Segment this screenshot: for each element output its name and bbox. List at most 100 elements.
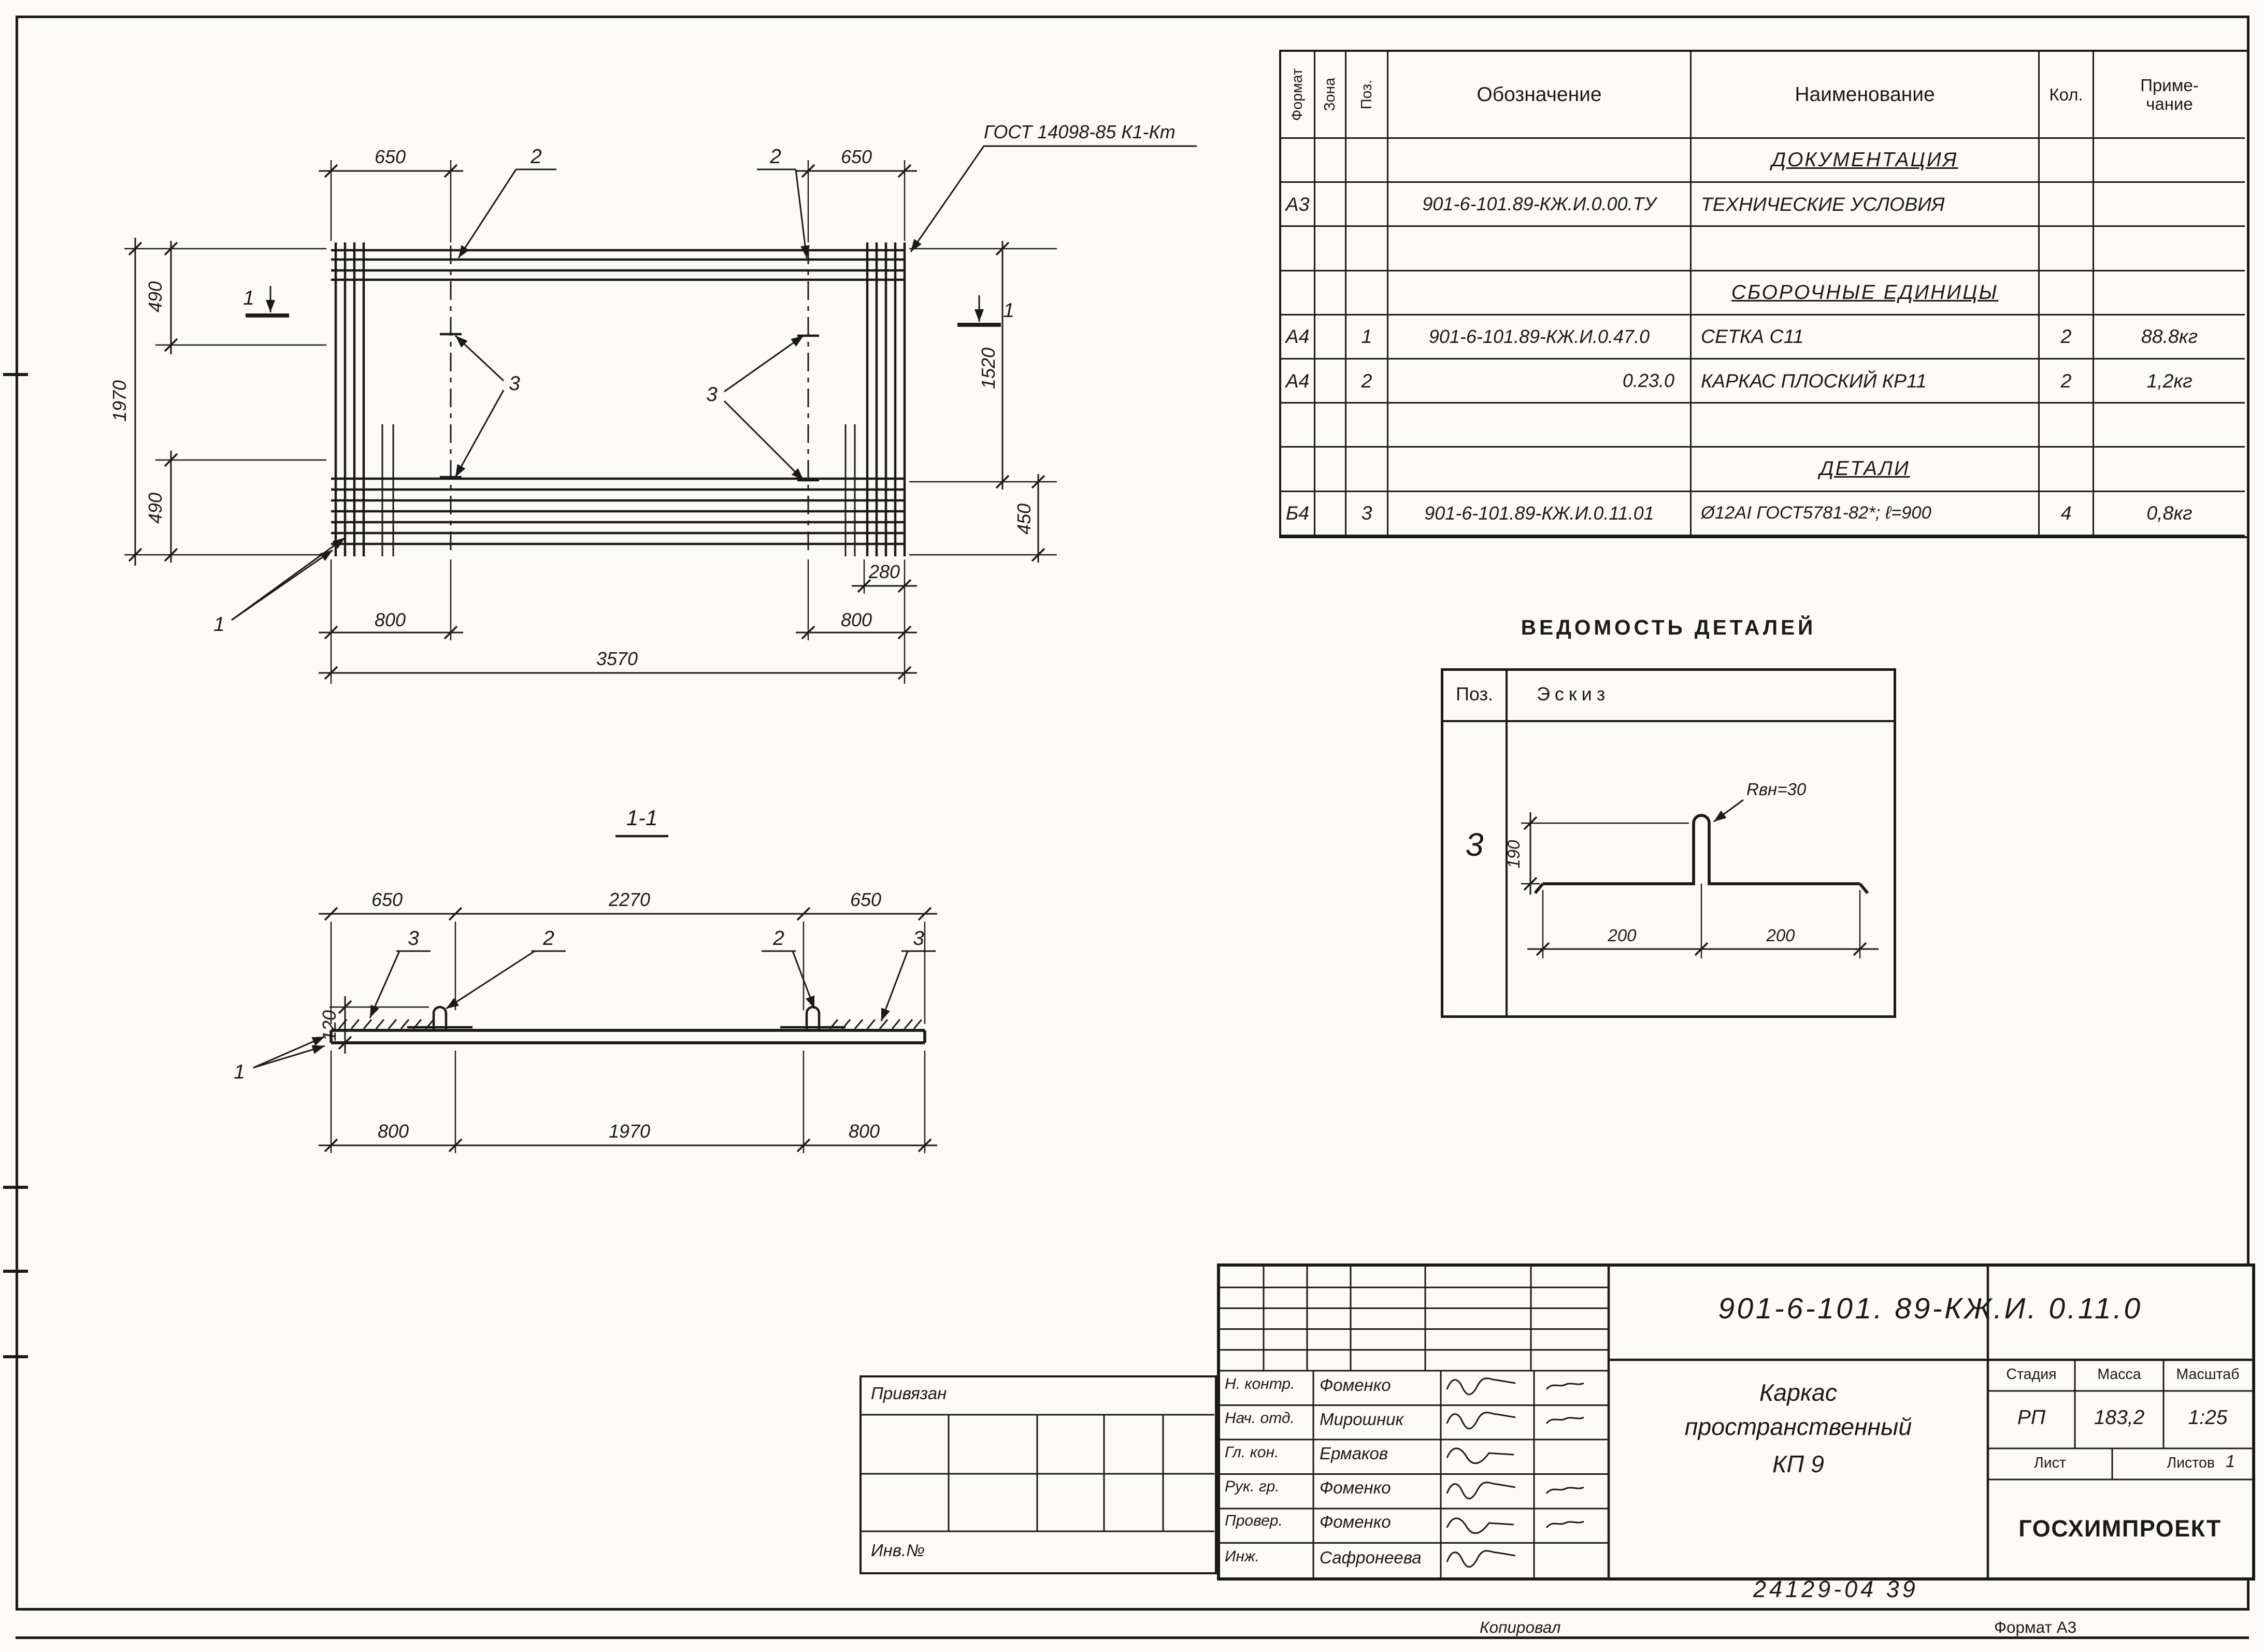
part-sketch: Rвн=30 190 200 200 bbox=[1504, 780, 1879, 958]
dim-label: 190 bbox=[1504, 840, 1523, 869]
dim-label: 800 bbox=[841, 609, 872, 630]
drawings-canvas: 650 650 2 2 ГОСТ 14098-85 К1-Кт 1 1 490 … bbox=[109, 121, 1197, 1153]
mesh-bottom-bars bbox=[331, 477, 905, 545]
cell-note: 0,8кг bbox=[2094, 492, 2245, 536]
stirrup-right bbox=[780, 1005, 846, 1030]
frame-tick bbox=[3, 1186, 28, 1189]
parts-column-divider bbox=[1506, 671, 1508, 1015]
dim-label: 200 bbox=[1607, 926, 1637, 945]
cell-designation: 901-6-101.89-КЖ.И.0.47.0 bbox=[1388, 315, 1692, 360]
cell bbox=[1281, 139, 1315, 183]
leader-line bbox=[231, 537, 346, 621]
cell-format: А4 bbox=[1281, 359, 1315, 404]
leader-line bbox=[253, 1045, 325, 1069]
callout-label-detail: 3 bbox=[408, 927, 419, 950]
signature-name: Фоменко bbox=[1320, 1512, 1391, 1531]
mesh-right-short-bars bbox=[844, 424, 856, 556]
col-header-pos: Поз. bbox=[1358, 80, 1375, 109]
gost-note: ГОСТ 14098-85 К1-Кт bbox=[984, 121, 1176, 142]
leader-line bbox=[454, 335, 505, 382]
mesh-left-vertical-bars bbox=[334, 242, 365, 556]
cell-name: КАРКАС ПЛОСКИЙ КР11 bbox=[1692, 359, 2040, 404]
cell-qty: 2 bbox=[2040, 359, 2094, 404]
extension-lines bbox=[124, 160, 1057, 684]
product-title-line2: пространственный bbox=[1684, 1413, 1912, 1440]
copied-by-label: Копировал bbox=[1480, 1618, 1561, 1636]
main-dividers bbox=[1607, 1267, 2252, 1577]
stage-label: Стадия bbox=[2006, 1366, 2057, 1383]
parts-pos-header: Поз. bbox=[1456, 683, 1493, 705]
callout-label-frame: 2 bbox=[772, 927, 784, 950]
parts-pos-value: 3 bbox=[1465, 827, 1484, 863]
stamp-number: 24129-04 39 bbox=[1753, 1576, 1918, 1602]
dim-label: 800 bbox=[378, 1121, 409, 1142]
cell-designation: 0.23.0 bbox=[1388, 359, 1692, 404]
mesh-hatch-right bbox=[829, 1019, 923, 1029]
dim-label: 450 bbox=[1013, 504, 1035, 535]
title-block: 901-6-101. 89-КЖ.И. 0.11.0 Каркас простр… bbox=[1217, 1263, 2255, 1581]
dim-label: 2270 bbox=[608, 889, 650, 910]
format-label: Формат А3 bbox=[1994, 1618, 2077, 1636]
callout-label-mesh: 1 bbox=[234, 1061, 245, 1083]
attach-grid-lines bbox=[862, 1414, 1214, 1532]
mesh-left-short-bars bbox=[381, 424, 394, 556]
signature-role: Рук. гр. bbox=[1225, 1478, 1280, 1495]
leader-line bbox=[1713, 799, 1744, 823]
signature-role: Н. контр. bbox=[1225, 1375, 1295, 1392]
signature-role: Инж. bbox=[1225, 1548, 1259, 1565]
cell-format: А3 bbox=[1281, 183, 1315, 227]
callout-label-detail: 3 bbox=[706, 383, 718, 406]
bottom-rule bbox=[16, 1636, 2249, 1639]
signature-name: Мирошник bbox=[1320, 1410, 1404, 1429]
col-header-name: Наименование bbox=[1692, 52, 2040, 139]
section-header-row: ДЕТАЛИ bbox=[1692, 448, 2040, 492]
sheets-value: 1 bbox=[2225, 1452, 2236, 1471]
col-header-zone: Зона bbox=[1322, 78, 1338, 111]
dimension-ticks bbox=[324, 907, 932, 1153]
parts-list-title: ВЕДОМОСТЬ ДЕТАЛЕЙ bbox=[1521, 615, 1816, 639]
leader-line bbox=[454, 390, 505, 478]
dim-label: 280 bbox=[868, 561, 900, 582]
dim-label: 200 bbox=[1766, 926, 1795, 945]
cell-designation: 901-6-101.89-КЖ.И.0.00.ТУ bbox=[1388, 183, 1692, 227]
mass-value: 183,2 bbox=[2094, 1406, 2145, 1429]
dim-label: 3570 bbox=[596, 648, 638, 669]
cell-format: А4 bbox=[1281, 315, 1315, 360]
callout-label-frame: 2 bbox=[530, 146, 542, 168]
dim-label: 650 bbox=[371, 889, 403, 910]
leader-line bbox=[795, 169, 810, 258]
document-number: 901-6-101. 89-КЖ.И. 0.11.0 bbox=[1718, 1292, 2143, 1325]
scale-value: 1:25 bbox=[2188, 1406, 2228, 1429]
scale-label: Масштаб bbox=[2176, 1366, 2240, 1383]
leader-line bbox=[792, 951, 815, 1009]
signature-name: Фоменко bbox=[1320, 1375, 1391, 1395]
dim-label: 1970 bbox=[109, 380, 130, 422]
attach-box: Привязан Инв.№ bbox=[859, 1375, 1217, 1574]
frame-tick bbox=[3, 1270, 28, 1273]
leader-line bbox=[446, 950, 535, 1010]
cell-designation: 901-6-101.89-КЖ.И.0.11.01 bbox=[1388, 492, 1692, 536]
dimension-ticks bbox=[128, 164, 1045, 680]
stage-grid bbox=[1988, 1360, 2252, 1481]
extension-lines bbox=[329, 922, 926, 1153]
callout-label-mesh: 1 bbox=[213, 613, 225, 636]
cell-pos: 2 bbox=[1346, 359, 1388, 404]
bar-body bbox=[329, 1029, 926, 1044]
dim-label: 1970 bbox=[609, 1121, 650, 1142]
leader-line bbox=[457, 169, 517, 258]
gost-leader bbox=[910, 145, 1197, 252]
dim-label: 120 bbox=[319, 1010, 340, 1041]
bent-bar-profile bbox=[1534, 814, 1869, 894]
frame-tick bbox=[3, 373, 28, 376]
sheet-frame bbox=[16, 16, 2249, 1611]
signature-role: Нач. отд. bbox=[1225, 1410, 1295, 1427]
frame-tick bbox=[3, 1355, 28, 1358]
section-header-row: ДОКУМЕНТАЦИЯ bbox=[1692, 139, 2040, 183]
mesh-hatch-left bbox=[338, 1019, 435, 1029]
cut-label: 1 bbox=[1003, 299, 1014, 322]
cell-pos: 1 bbox=[1346, 315, 1388, 360]
signature-name: Сафронеева bbox=[1320, 1548, 1422, 1567]
stirrup-left bbox=[407, 1005, 472, 1030]
callout-label-detail: 3 bbox=[913, 927, 924, 950]
